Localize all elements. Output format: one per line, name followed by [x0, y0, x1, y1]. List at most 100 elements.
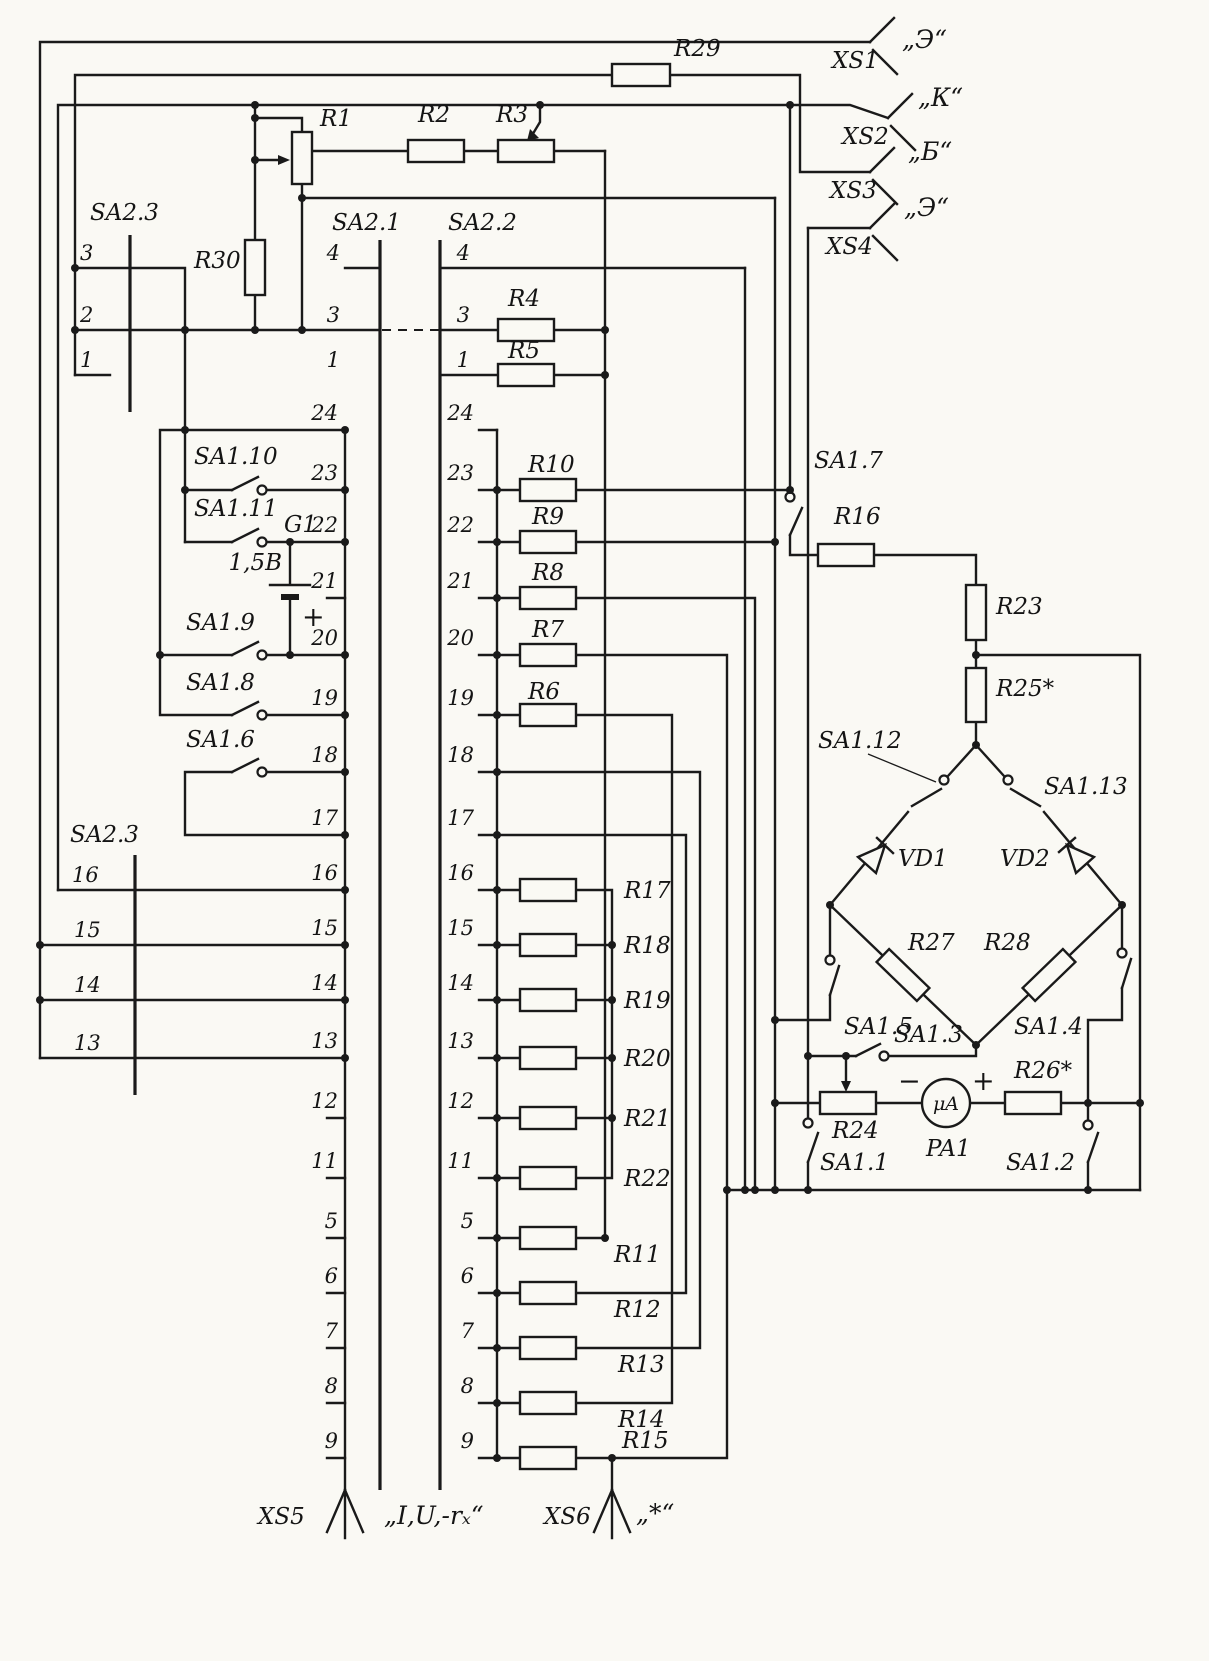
- junction-dot: [341, 996, 349, 1004]
- right-contact-number: 15: [447, 916, 474, 940]
- label-sa1-1: SA1.1: [820, 1150, 889, 1176]
- sa22-contact-4: 4: [456, 241, 470, 265]
- contact-sa1-3: [878, 1050, 890, 1062]
- switch-arms: [230, 475, 1133, 1164]
- junction-dot: [804, 1186, 812, 1194]
- junction-dot: [601, 371, 609, 379]
- junction-dot: [493, 1289, 501, 1297]
- junction-dot: [341, 651, 349, 659]
- resistor-r3-box: [496, 138, 556, 164]
- sa22-contact-1: 1: [457, 348, 470, 372]
- left-contact-number: 11: [311, 1149, 338, 1173]
- junction-dot: [972, 651, 980, 659]
- diode-vd2-triangle: [1065, 842, 1097, 876]
- sa23-top-contact-2: 2: [79, 303, 93, 327]
- resistor-r15-box: [518, 1445, 578, 1471]
- resistor-r16-box: [816, 542, 876, 568]
- diode-vd2-icon: [1057, 836, 1097, 876]
- junction-dot: [286, 538, 294, 546]
- resistor-r6-box: [518, 702, 578, 728]
- label-r1: R1: [319, 106, 352, 132]
- contact-sa1-12: [938, 774, 950, 786]
- junction-dot: [972, 1041, 980, 1049]
- wire-lower-left-rows: [38, 888, 347, 1060]
- resistor-r9-box: [518, 529, 578, 555]
- resistor-r26-box: [1003, 1090, 1063, 1116]
- resistor-r29-box: [610, 62, 672, 88]
- junction-dot: [493, 594, 501, 602]
- junction-dot: [341, 426, 349, 434]
- switch-contact-circles: [256, 484, 1128, 1131]
- label-r12: R12: [613, 1297, 661, 1323]
- meter-minus-sign: −: [898, 1066, 921, 1097]
- battery-plus-sign: +: [302, 602, 325, 633]
- label-r24: R24: [831, 1118, 879, 1144]
- junction-dot: [298, 326, 306, 334]
- resistor-r20-box: [518, 1045, 578, 1071]
- junction-dot: [493, 711, 501, 719]
- label-r4: R4: [507, 286, 540, 312]
- left-contact-number: 7: [325, 1319, 339, 1343]
- left-contact-number: 22: [310, 513, 338, 537]
- right-contact-number: 23: [446, 461, 474, 485]
- left-contact-number: 21: [310, 569, 338, 593]
- label-r15: R15: [621, 1428, 669, 1454]
- junction-dot: [493, 886, 501, 894]
- label-r18: R18: [623, 933, 671, 959]
- junction-dot: [156, 651, 164, 659]
- junction-dot: [536, 101, 544, 109]
- left-contact-number: 19: [311, 686, 338, 710]
- left-contact-number: 18: [311, 743, 338, 767]
- connector-forks-and-jacks: [325, 16, 917, 1540]
- label-r11: R11: [613, 1242, 661, 1268]
- left-contact-number: 6: [325, 1264, 338, 1288]
- label-r25: R25*: [995, 676, 1055, 702]
- right-contact-number: 24: [446, 401, 474, 425]
- wire-connector-buses: [343, 428, 499, 1492]
- junction-dot: [493, 996, 501, 1004]
- label-sa1-2: SA1.2: [1006, 1150, 1075, 1176]
- label-r10: R10: [527, 452, 575, 478]
- label-r28: R28: [983, 930, 1031, 956]
- junction-dot: [341, 538, 349, 546]
- label-sa1-12: SA1.12: [818, 728, 902, 754]
- junction-dot: [71, 264, 79, 272]
- junction-dot: [804, 1052, 812, 1060]
- label-r26: R26*: [1013, 1058, 1073, 1084]
- sa23-bottom-contact-16: 16: [72, 863, 99, 887]
- wire-top-left: [38, 40, 890, 1060]
- label-r5: R5: [507, 338, 540, 364]
- junction-dot: [608, 996, 616, 1004]
- junction-dot: [181, 326, 189, 334]
- label-sa2-1: SA2.1: [332, 210, 401, 236]
- sa112-leader-line: [867, 753, 937, 783]
- junction-dot: [341, 941, 349, 949]
- wires: [38, 16, 1142, 1540]
- junction-dot: [493, 1399, 501, 1407]
- junction-dot: [341, 768, 349, 776]
- right-contact-number: 8: [461, 1374, 474, 1398]
- junction-dot: [771, 538, 779, 546]
- label-r7: R7: [531, 617, 564, 643]
- meter-unit-label: μA: [933, 1093, 959, 1115]
- left-contact-number: 17: [311, 806, 338, 830]
- contact-sa1-2: [1082, 1119, 1094, 1131]
- left-contact-number: 12: [311, 1089, 338, 1113]
- resistor-r14-box: [518, 1390, 578, 1416]
- resistor-r5-box: [496, 362, 556, 388]
- right-contact-number: 9: [461, 1429, 474, 1453]
- left-contact-number: 9: [325, 1429, 338, 1453]
- junction-dot: [723, 1186, 731, 1194]
- label-r23: R23: [995, 594, 1043, 620]
- junction-dot: [601, 1234, 609, 1242]
- label-r14: R14: [617, 1407, 665, 1433]
- junction-dot: [341, 831, 349, 839]
- right-contact-number: 21: [446, 569, 474, 593]
- label-sa1-3: SA1.3: [894, 1022, 963, 1048]
- junction-dot: [493, 486, 501, 494]
- label-xs5: XS5: [256, 1504, 305, 1530]
- junction-dot: [493, 768, 501, 776]
- junction-dot: [341, 886, 349, 894]
- wire-bridge-bottom: [773, 903, 1124, 1192]
